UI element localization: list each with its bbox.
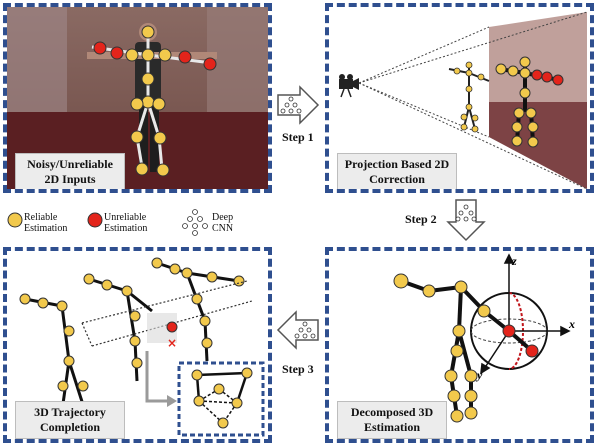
step1-arrow (277, 85, 320, 125)
axis-y-label: y (475, 368, 483, 382)
step3-arrow (276, 310, 319, 350)
caption-projection: Projection Based 2D Correction (337, 153, 457, 189)
reliable-icon (7, 212, 23, 228)
joint-head (141, 25, 155, 39)
trajectory-scene: × (19, 257, 265, 437)
svg-text:×: × (167, 336, 177, 350)
panel-trajectory: × 3D Trajectory Completion (3, 247, 272, 443)
axis-z-label: z (511, 254, 517, 268)
caption-trajectory: 3D Trajectory Completion (15, 401, 125, 439)
legend-unreliable: Unreliable Estimation (104, 212, 148, 234)
caption-2d-inputs: Noisy/Unreliable 2D Inputs (15, 153, 125, 189)
unreliable-icon (87, 212, 103, 228)
panel-projection: Projection Based 2D Correction (325, 3, 594, 193)
step2-arrow (446, 199, 486, 242)
step3-label: Step 3 (282, 362, 314, 376)
3d-estimation-scene: z x y (393, 253, 575, 423)
axis-x-label: x (568, 317, 575, 331)
legend-icons (7, 212, 103, 228)
legend-cnn: Deep CNN (212, 212, 234, 234)
camera-icon (339, 74, 359, 98)
step2-label: Step 2 (405, 212, 437, 226)
photo-scene (7, 7, 268, 189)
panel-3d-estimation: z x y Decomposed 3D Estimation (325, 247, 594, 443)
caption-3d-estimation: Decomposed 3D Estimation (337, 401, 447, 439)
deep-cnn-icon (182, 209, 208, 236)
step1-label: Step 1 (282, 130, 314, 144)
legend-reliable: Reliable Estimation (24, 212, 68, 234)
projection-scene (339, 11, 588, 189)
panel-2d-inputs: Noisy/Unreliable 2D Inputs (3, 3, 272, 193)
